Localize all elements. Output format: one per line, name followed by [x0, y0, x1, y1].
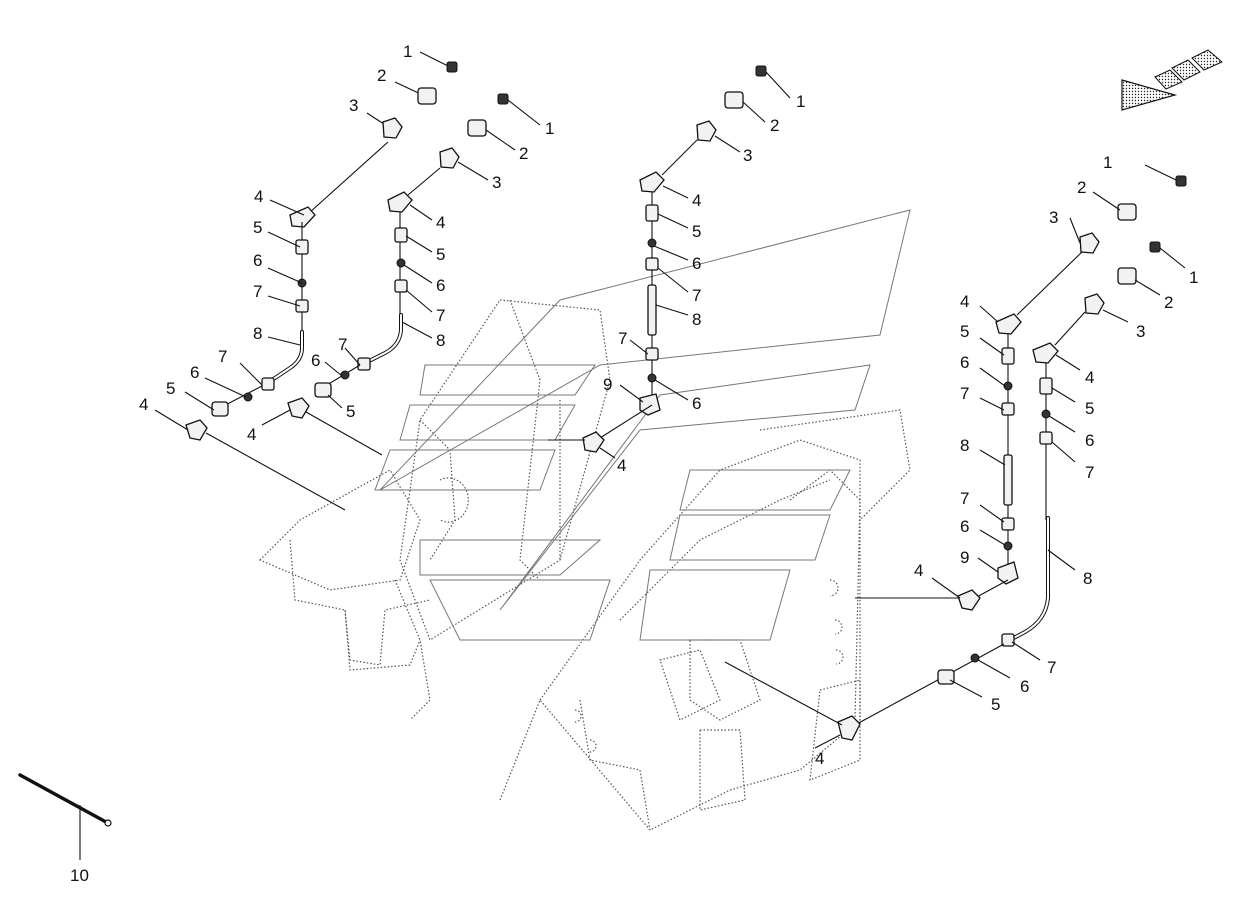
callout-7: 7 — [253, 282, 262, 301]
callout-7: 7 — [436, 306, 445, 325]
callout-4: 4 — [617, 456, 626, 475]
cable-tie-item — [18, 773, 112, 860]
callout-5: 5 — [692, 222, 701, 241]
callout-4: 4 — [960, 292, 969, 311]
callout-1: 1 — [545, 119, 554, 138]
callout-5: 5 — [991, 695, 1000, 714]
callout-7: 7 — [218, 347, 227, 366]
callout-4: 4 — [1085, 368, 1094, 387]
callout-7: 7 — [960, 489, 969, 508]
callout-5: 5 — [166, 379, 175, 398]
callout-3: 3 — [492, 173, 501, 192]
callout-4: 4 — [692, 191, 701, 210]
callout-3: 3 — [743, 146, 752, 165]
callout-4: 4 — [254, 187, 263, 206]
callout-1: 1 — [1189, 268, 1198, 287]
assembly-d — [855, 164, 1187, 611]
callout-2: 2 — [519, 144, 528, 163]
callout-9: 9 — [603, 375, 612, 394]
callout-2: 2 — [1077, 178, 1086, 197]
assembly-c — [548, 65, 791, 459]
callout-6: 6 — [1020, 677, 1029, 696]
callout-4: 4 — [139, 395, 148, 414]
callout-6: 6 — [692, 254, 701, 273]
callout-6: 6 — [190, 363, 199, 382]
callout-7: 7 — [1047, 658, 1056, 677]
callout-4: 4 — [436, 213, 445, 232]
callout-8: 8 — [960, 436, 969, 455]
callout-1: 1 — [796, 92, 805, 111]
callout-8: 8 — [1083, 569, 1092, 588]
callout-9: 9 — [960, 548, 969, 567]
callout-6: 6 — [311, 351, 320, 370]
callout-2: 2 — [770, 116, 779, 135]
callout-7: 7 — [618, 329, 627, 348]
assembly-e — [724, 241, 1186, 749]
callout-5: 5 — [253, 218, 262, 237]
assembly-a — [154, 51, 458, 511]
callout-6: 6 — [692, 394, 701, 413]
machine-frame — [258, 209, 911, 831]
assembly-b — [261, 93, 541, 456]
callout-2: 2 — [377, 66, 386, 85]
callout-7: 7 — [692, 286, 701, 305]
callout-1: 1 — [1103, 153, 1112, 172]
callout-5: 5 — [436, 245, 445, 264]
callout-1: 1 — [403, 42, 412, 61]
direction-arrow-icon — [1121, 49, 1223, 111]
callout-4: 4 — [914, 561, 923, 580]
callout-4: 4 — [815, 749, 824, 768]
callout-6: 6 — [253, 251, 262, 270]
callout-6: 6 — [1085, 431, 1094, 450]
callout-5: 5 — [1085, 399, 1094, 418]
callout-8: 8 — [692, 310, 701, 329]
callout-4: 4 — [247, 425, 256, 444]
callout-6: 6 — [960, 353, 969, 372]
callout-10: 10 — [70, 866, 89, 885]
callout-7: 7 — [960, 384, 969, 403]
callout-6: 6 — [436, 276, 445, 295]
callout-8: 8 — [436, 331, 445, 350]
callout-6: 6 — [960, 517, 969, 536]
callout-3: 3 — [1136, 322, 1145, 341]
callout-8: 8 — [253, 324, 262, 343]
callout-5: 5 — [960, 322, 969, 341]
callout-3: 3 — [1049, 208, 1058, 227]
callout-labels: 1 2 3 4 5 6 7 8 7 6 5 4 1 2 3 4 5 6 7 8 … — [70, 42, 1198, 885]
callout-7: 7 — [338, 335, 347, 354]
callout-5: 5 — [346, 402, 355, 421]
callout-2: 2 — [1164, 293, 1173, 312]
callout-7: 7 — [1085, 463, 1094, 482]
callout-3: 3 — [349, 96, 358, 115]
